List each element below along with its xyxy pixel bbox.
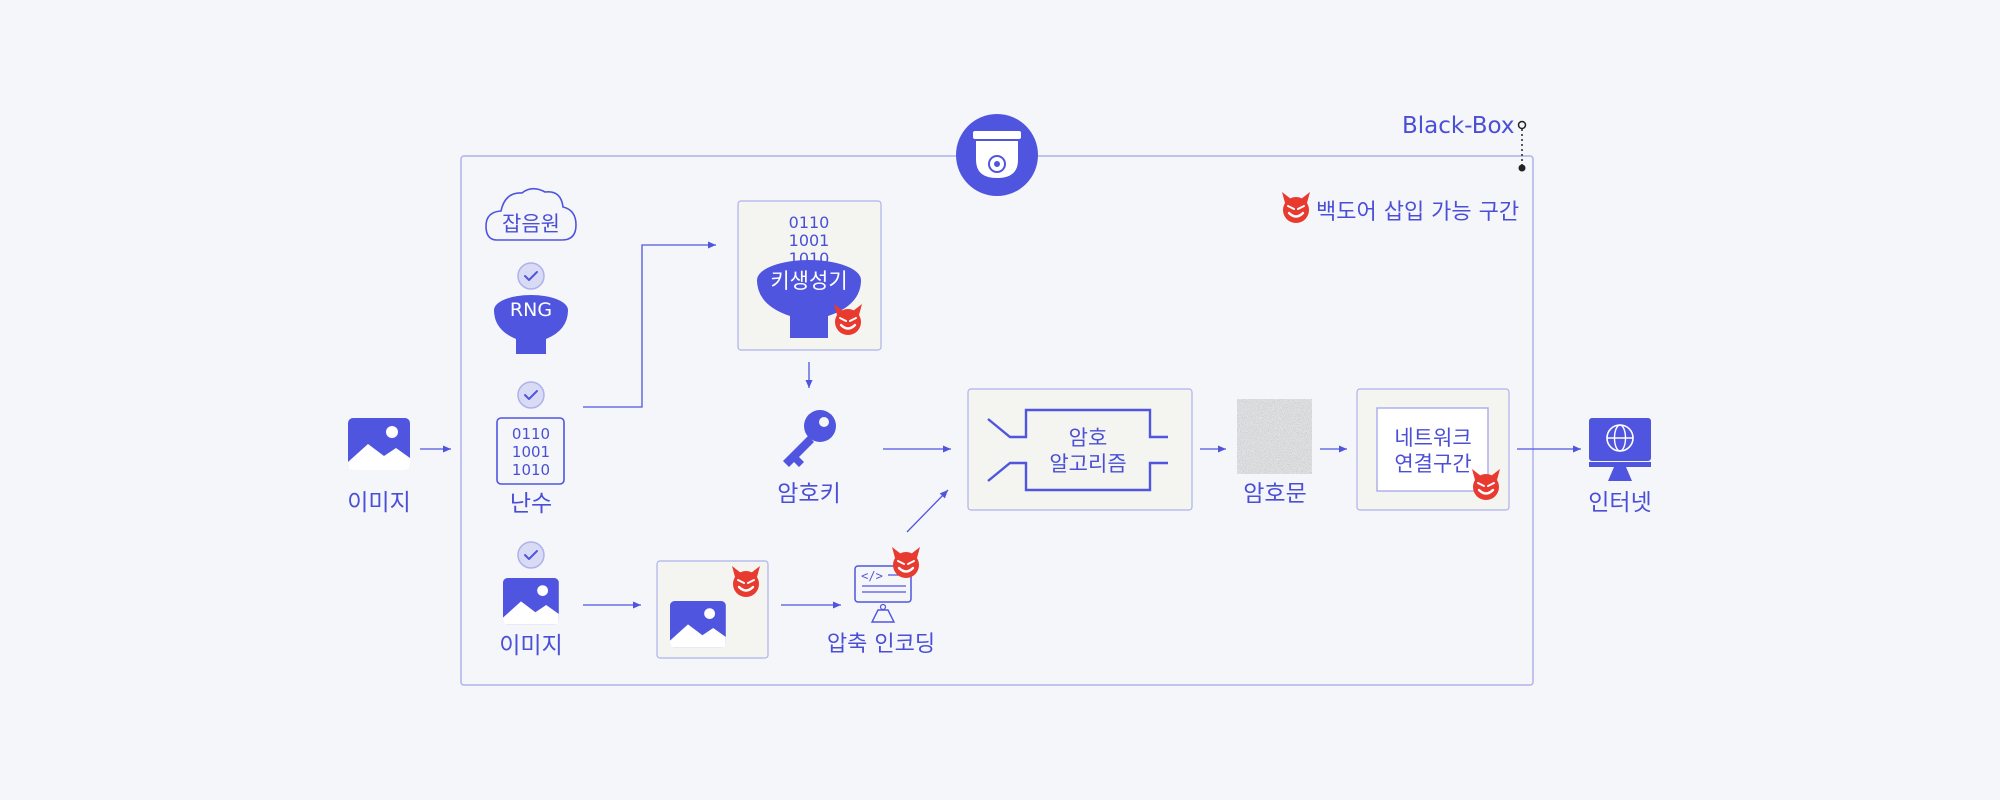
- legend-devil-icon: [1280, 190, 1312, 225]
- tampered-image-icon: [670, 601, 726, 648]
- inner-image-check-icon: [517, 541, 545, 569]
- random-number-bits-3: 1010: [512, 461, 550, 479]
- inner-image-label: 이미지: [499, 633, 562, 659]
- code-monitor-icon: </>: [854, 565, 912, 623]
- network-line2: 연결구간: [1394, 452, 1471, 476]
- key-icon: [783, 410, 836, 467]
- random-number-bits-2: 1001: [512, 443, 550, 461]
- svg-text:</>: </>: [861, 569, 883, 583]
- algorithm-panel: [967, 388, 1193, 511]
- encoding-label: 압축 인코딩: [827, 632, 935, 657]
- arrow-random-to-keygen: [583, 241, 716, 408]
- cctv-camera-icon: [956, 114, 1038, 196]
- ciphertext-noise-block: [1237, 399, 1312, 474]
- inner-image-icon: [503, 578, 559, 625]
- algorithm-line2: 알고리즘: [1049, 452, 1126, 476]
- network-line1: 네트워크: [1394, 426, 1471, 450]
- rng-label: RNG: [510, 299, 552, 321]
- key-generator-funnel-icon: [757, 260, 861, 338]
- internet-label: 인터넷: [1588, 490, 1651, 516]
- key-generator-bits-2: 1001: [789, 231, 830, 250]
- input-image-icon: [348, 418, 410, 470]
- arrow-encoding-to-algorithm: [906, 489, 949, 533]
- key-generator-bits-1: 0110: [789, 213, 830, 232]
- ciphertext-label: 암호문: [1243, 481, 1306, 507]
- random-number-box: [496, 417, 565, 485]
- encoding-devil-icon: [890, 545, 922, 580]
- noise-source-label: 잡음원: [502, 212, 560, 236]
- key-generator-label: 키생성기: [770, 269, 847, 293]
- legend-text: 백도어 삽입 가능 구간: [1316, 200, 1519, 225]
- input-image-label: 이미지: [347, 490, 410, 516]
- globe-monitor-icon: [1589, 418, 1651, 481]
- blackbox-label: Black-Box: [1402, 113, 1514, 139]
- blackbox-pointer-head: [1517, 120, 1527, 130]
- crypto-key-label: 암호키: [777, 481, 840, 507]
- random-number-check-icon: [517, 381, 545, 409]
- blackbox-pointer-dot: [1518, 164, 1526, 172]
- network-inner-box: [1376, 407, 1489, 492]
- algorithm-line1: 암호: [1069, 426, 1108, 450]
- algorithm-block-top: [987, 408, 1168, 439]
- random-number-label: 난수: [510, 491, 552, 517]
- funnel-icon: [494, 295, 568, 354]
- algorithm-block-bottom: [987, 461, 1168, 492]
- cloud-icon: [485, 187, 577, 241]
- rng-check-icon: [517, 262, 545, 290]
- random-number-bits-1: 0110: [512, 425, 550, 443]
